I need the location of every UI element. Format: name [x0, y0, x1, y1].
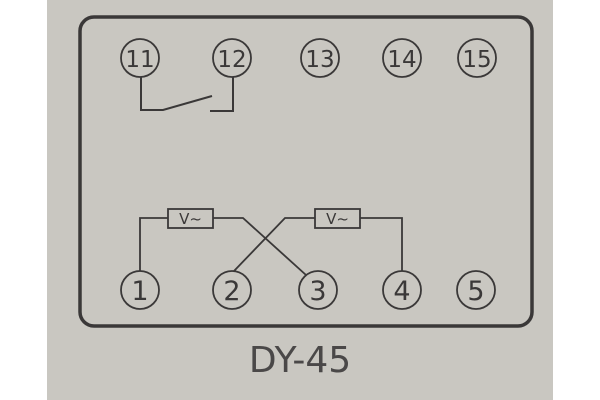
svg-text:V~: V~	[326, 210, 349, 228]
terminal-3: 3	[298, 270, 338, 310]
svg-text:4: 4	[393, 276, 410, 307]
terminal-15: 15	[457, 38, 497, 78]
terminal-1: 1	[120, 270, 160, 310]
normally-open-contact	[140, 77, 234, 112]
svg-text:3: 3	[309, 276, 326, 307]
svg-text:1: 1	[131, 276, 148, 307]
svg-text:15: 15	[462, 47, 491, 73]
svg-text:13: 13	[305, 47, 334, 73]
voltage-coil-2: V~	[233, 208, 403, 272]
diagram-background	[47, 0, 553, 400]
terminal-2: 2	[212, 270, 252, 310]
terminal-14: 14	[382, 38, 422, 78]
svg-text:5: 5	[467, 276, 484, 307]
terminal-5: 5	[456, 270, 496, 310]
terminal-11: 11	[120, 38, 160, 78]
relay-housing-outline	[78, 15, 534, 328]
terminal-13: 13	[300, 38, 340, 78]
svg-text:11: 11	[125, 47, 154, 73]
svg-text:2: 2	[223, 276, 240, 307]
svg-text:14: 14	[387, 47, 416, 73]
terminal-12: 12	[212, 38, 252, 78]
svg-text:V~: V~	[179, 210, 202, 228]
svg-text:12: 12	[217, 47, 246, 73]
model-caption: DY-45	[248, 340, 352, 381]
terminal-4: 4	[382, 270, 422, 310]
voltage-coil-1: V~	[139, 208, 307, 276]
